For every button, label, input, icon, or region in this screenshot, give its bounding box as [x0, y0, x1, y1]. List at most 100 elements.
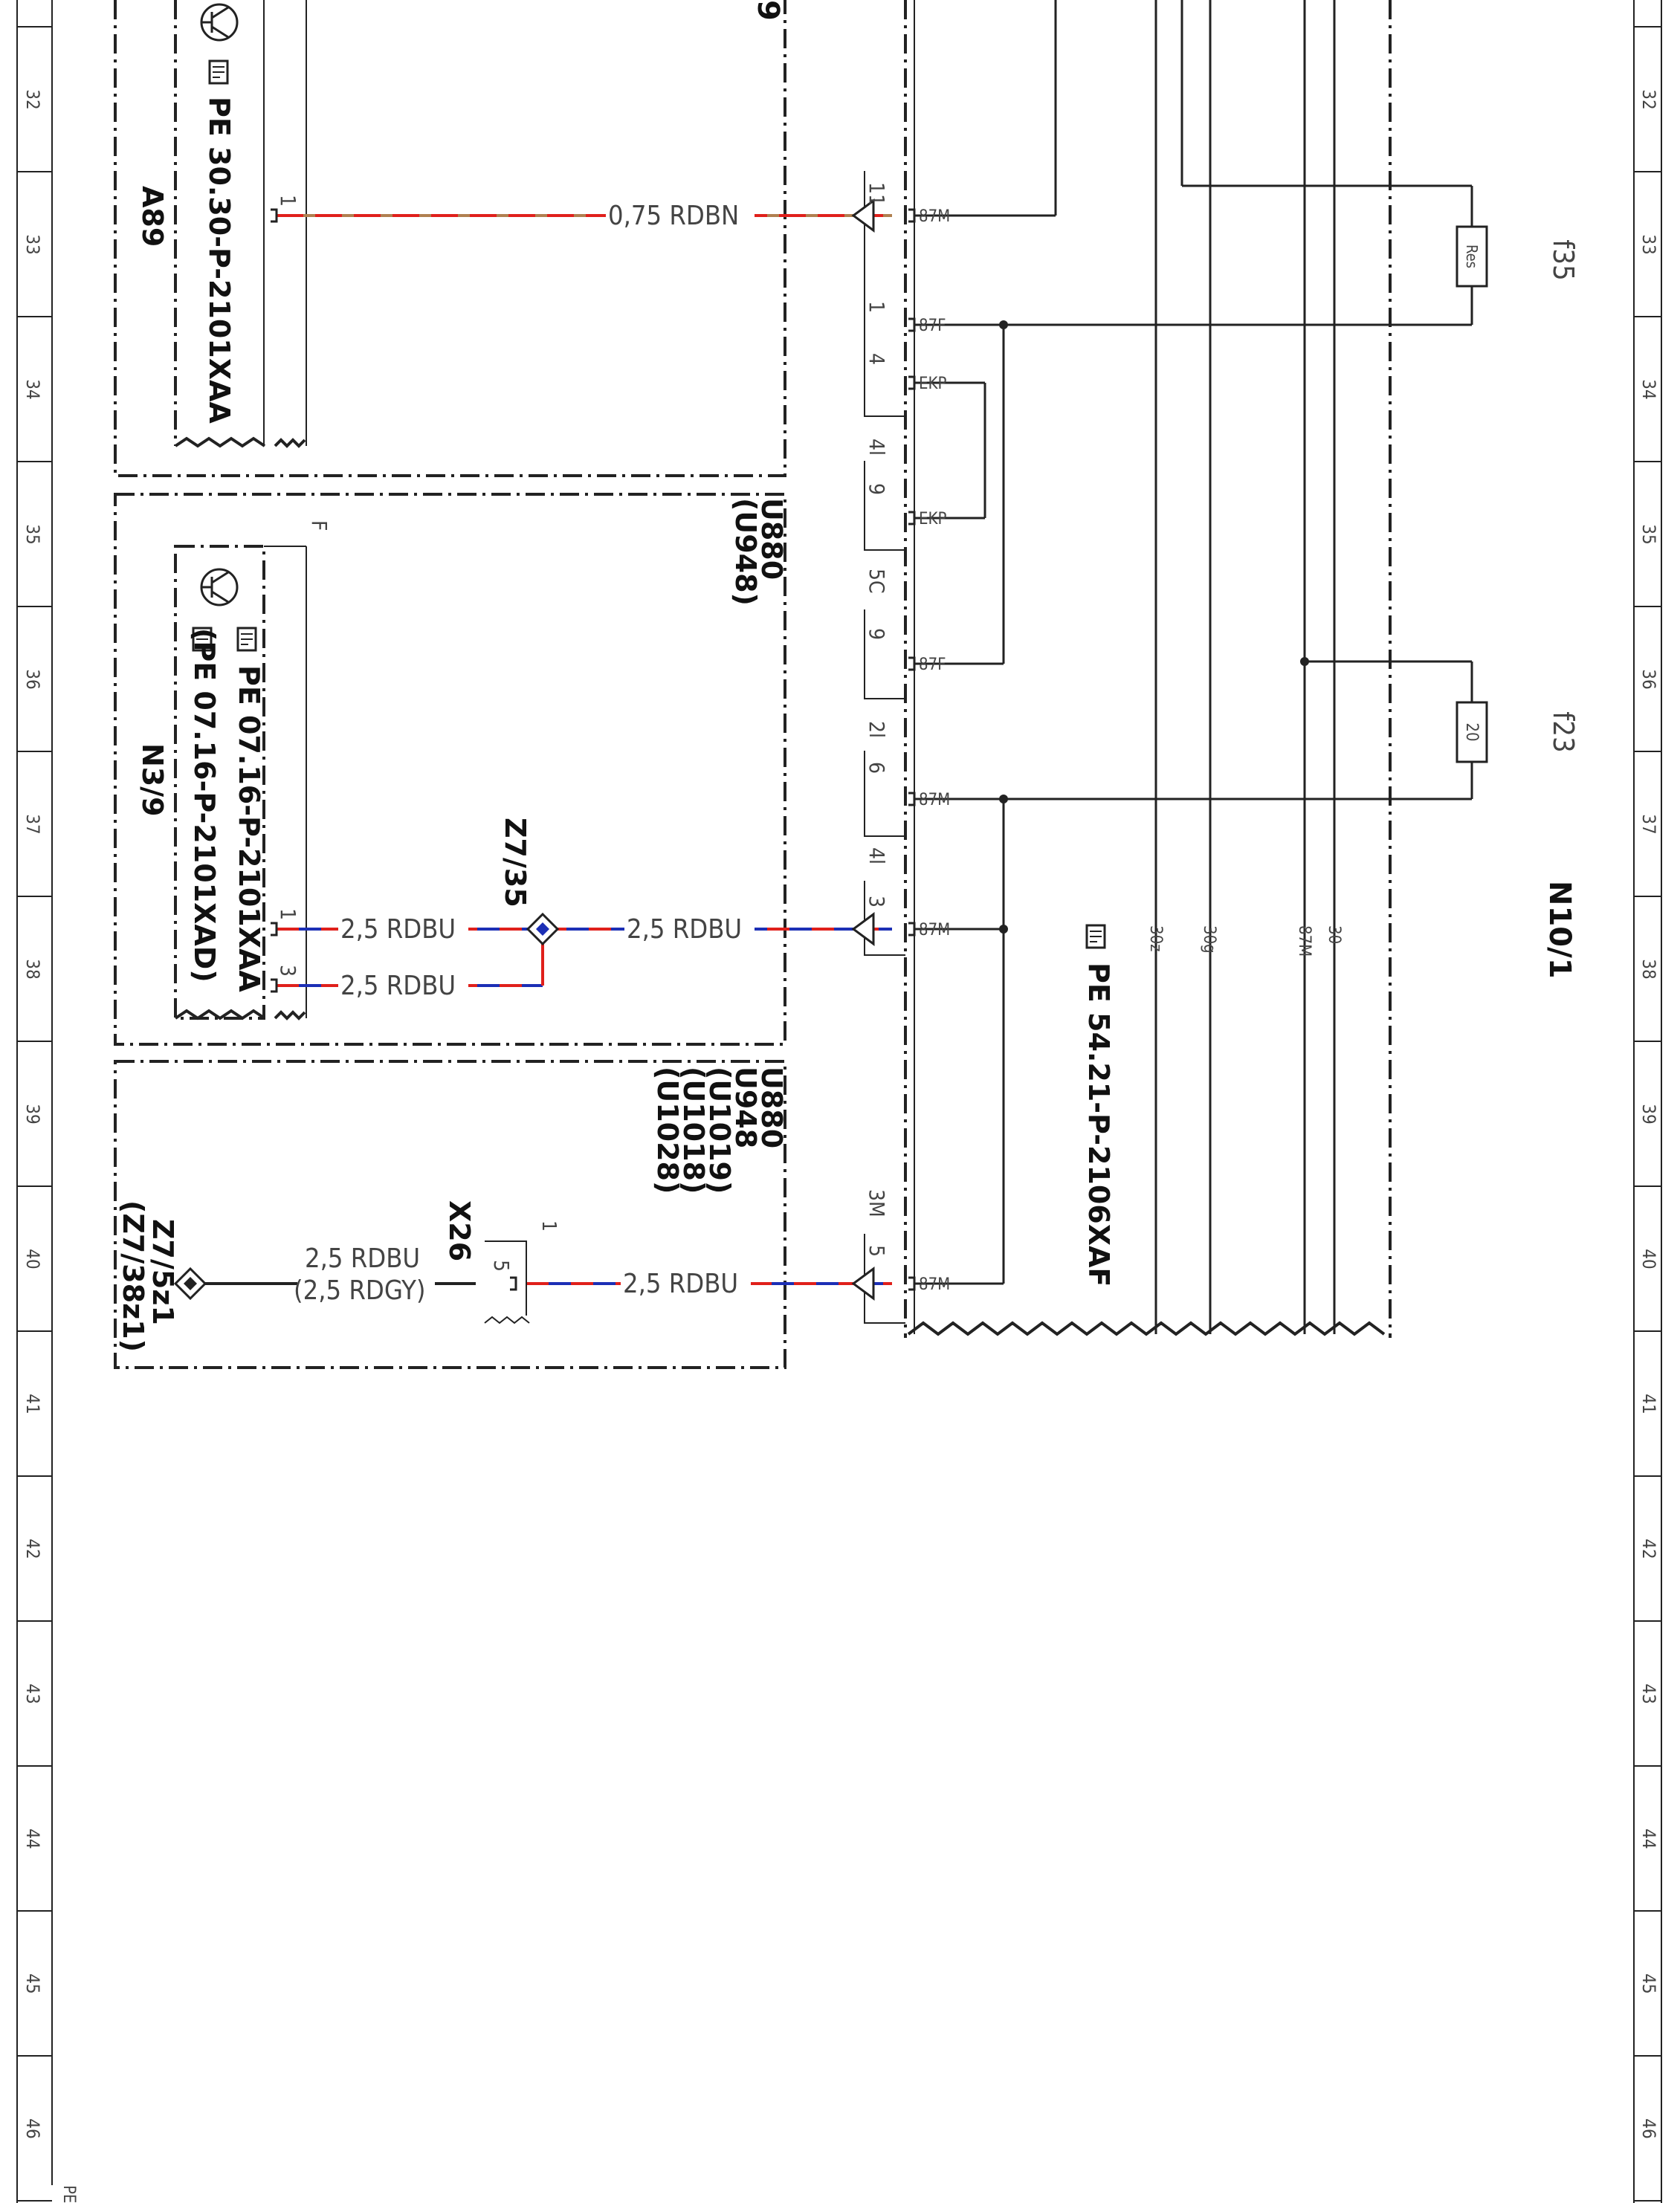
pin-terminals [271, 208, 916, 1291]
fuse-f35-label: f35 [1547, 239, 1580, 281]
ruler-row-left-35: 35 [22, 524, 43, 544]
conn-id-5c: 5C [865, 569, 889, 594]
ground-name: Z7/5z1 [146, 1219, 179, 1325]
ruler-row-left-37: 37 [22, 814, 43, 834]
ruler-row-right-32: 32 [1638, 89, 1659, 109]
bus-30: 30 [1325, 925, 1343, 944]
conn-id-4l-b: 4l [865, 847, 889, 864]
conn-sub-5: 5 [865, 1245, 889, 1257]
bus-87m: 87M [1295, 925, 1314, 957]
ruler-row-left-33: 33 [22, 234, 43, 254]
ruler-row-right-36: 36 [1638, 669, 1659, 689]
conn-sub-3: 3 [865, 896, 889, 908]
n3-9-codes: U880 (U948) [729, 498, 788, 606]
a89-name: A89 [136, 186, 169, 247]
n3-9-pin-1: 1 [276, 908, 300, 920]
conn-sub-9a: 9 [865, 483, 889, 495]
ruler-row-left-44: 44 [22, 1828, 43, 1848]
component-edges [263, 0, 307, 1018]
pin-87f-1: 87F [919, 317, 946, 335]
a89-codes: 9 [751, 0, 785, 21]
pin-ekp-1: EKP [919, 375, 946, 393]
module-name: N10/1 [1542, 881, 1577, 979]
conn-sub-9b: 9 [865, 628, 889, 640]
conn-sub-6: 6 [865, 762, 889, 774]
ruler-row-right-40: 40 [1638, 1249, 1659, 1269]
splice-z7-35 [526, 912, 560, 946]
pin-87m-2: 87M [919, 791, 950, 809]
wire-label-rdgy: (2,5 RDGY) [294, 1275, 426, 1306]
fuse-bodies [1456, 225, 1488, 763]
wire-labels: 0,75 RDBN 2,5 RDBU 2,5 RDBU 2,5 RDBU 2,5… [294, 201, 742, 1306]
ground-code-2: U948 [729, 1067, 762, 1148]
pin-87m-1: 87M [919, 207, 950, 226]
n3-9-hand-icon-2 [192, 627, 213, 652]
ground-symbol [173, 1267, 207, 1301]
n3-9-transistor-icon [200, 568, 239, 606]
ruler-row-right-39: 39 [1638, 1104, 1659, 1124]
pin-labels: 87M 87F EKP EKP 87F 87M 87M 87M [919, 207, 950, 1294]
connector-x26 [484, 1240, 530, 1324]
wire-label-rdbu-3: 2,5 RDBU [340, 971, 456, 1001]
ruler-row-right-43: 43 [1638, 1683, 1659, 1704]
n3-9-pin-3: 3 [276, 965, 300, 977]
fuse-f23-label: f23 [1547, 711, 1580, 753]
ground-code-3: (U1019) [703, 1067, 736, 1194]
module-ref: PE 54.21-P-2106XAF [1082, 963, 1115, 1287]
ground-code-4: (U1018) [677, 1067, 710, 1194]
bus-30g: 30g [1200, 925, 1218, 954]
pin-87f-2: 87F [919, 656, 946, 674]
a89-ref: PE 30.30-P-2101XAA [203, 97, 236, 424]
ruler-row-left-43: 43 [22, 1683, 43, 1704]
ruler-row-left-36: 36 [22, 669, 43, 689]
pin-87m-3: 87M [919, 921, 950, 939]
x26-label: X26 [443, 1200, 476, 1261]
connector-ids: 11 1 4 4l 9 5C 9 2l 6 4l 3 3M 5 [865, 182, 889, 1257]
bus-labels: 30z 30g 87M 30 [1146, 925, 1343, 957]
wire-label-rdbu-4: 2,5 RDBU [305, 1243, 420, 1274]
ruler-row-left-32: 32 [22, 89, 43, 109]
splice-label: Z7/35 [499, 818, 532, 908]
ruler-row-right-35: 35 [1638, 524, 1659, 544]
ruler-row-right-41: 41 [1638, 1394, 1659, 1414]
wire-label-rdbu-2: 2,5 RDBU [627, 914, 742, 945]
ruler-row-right-46: 46 [1638, 2118, 1659, 2138]
pin-87m-4: 87M [919, 1275, 950, 1294]
n3-9-hand-icon-1 [236, 627, 257, 652]
a89-hand-icon [208, 59, 229, 85]
ruler-row-right-38: 38 [1638, 959, 1659, 979]
ruler-row-left-40: 40 [22, 1249, 43, 1269]
wire-label-rdbu-5: 2,5 RDBU [623, 1269, 738, 1299]
conn-id-4l-a: 4l [865, 439, 889, 456]
ruler-row-right-45: 45 [1638, 1973, 1659, 1993]
ruler-row-left-38: 38 [22, 959, 43, 979]
x26-flag: 1 [537, 1220, 560, 1232]
pin-ekp-2: EKP [919, 510, 946, 528]
ruler-row-right-34: 34 [1638, 379, 1659, 399]
wire-label-rdbu-1: 2,5 RDBU [340, 914, 456, 945]
ruler-row-right-37: 37 [1638, 814, 1659, 834]
ruler-row-left-46: 46 [22, 2118, 43, 2138]
corner-label: PE [59, 2185, 78, 2203]
ruler-row-left-41: 41 [22, 1394, 43, 1414]
wire-label-backs [297, 201, 755, 1319]
conn-id-11: 11 [865, 182, 889, 206]
module-wiring [914, 0, 1473, 1334]
ruler-row-left-42: 42 [22, 1539, 43, 1559]
a89-pin: 1 [276, 195, 300, 207]
fuse-f23-value: 20 [1462, 722, 1481, 741]
ruler-row-right-44: 44 [1638, 1828, 1659, 1848]
n3-9-code-2: (U948) [729, 498, 762, 606]
connector-arrows [851, 198, 875, 1301]
n3-9-code-1: U880 [755, 498, 788, 580]
ruler-row-right-33: 33 [1638, 234, 1659, 254]
ruler-row-left-45: 45 [22, 1973, 43, 1993]
ruler-row-right-42: 42 [1638, 1539, 1659, 1559]
n3-9-ref-2: (PE 07.16-P-2101XAD) [188, 628, 221, 983]
conn-id-2l: 2l [865, 721, 889, 738]
ruler-row-left-39: 39 [22, 1104, 43, 1124]
n3-9-flag: F [307, 520, 332, 531]
